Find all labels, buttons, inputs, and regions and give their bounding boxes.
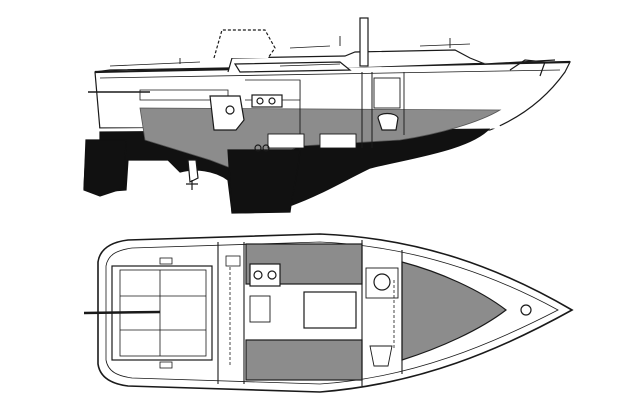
bow-pulpit xyxy=(509,59,546,77)
rudder xyxy=(83,139,127,197)
companionway-hatch xyxy=(213,29,276,59)
profile-view xyxy=(83,17,571,214)
outboard-motor-icon xyxy=(186,159,199,190)
bulkhead-main xyxy=(361,72,373,148)
plan-stove-icon xyxy=(249,263,281,287)
plan-head-icon xyxy=(373,273,391,291)
keel xyxy=(227,149,301,214)
galley-stove-icon xyxy=(251,94,283,108)
head-icon xyxy=(377,112,399,131)
engine-icon xyxy=(209,95,270,152)
sink-icon xyxy=(249,295,271,323)
dinette-table xyxy=(303,291,357,329)
saloon-sole-starboard xyxy=(245,339,363,381)
v-berth xyxy=(401,261,507,361)
mast-step xyxy=(520,304,532,316)
plan-tiller-icon xyxy=(83,310,161,315)
lifeline xyxy=(109,43,471,67)
mast xyxy=(359,17,369,67)
plan-view xyxy=(83,233,574,393)
